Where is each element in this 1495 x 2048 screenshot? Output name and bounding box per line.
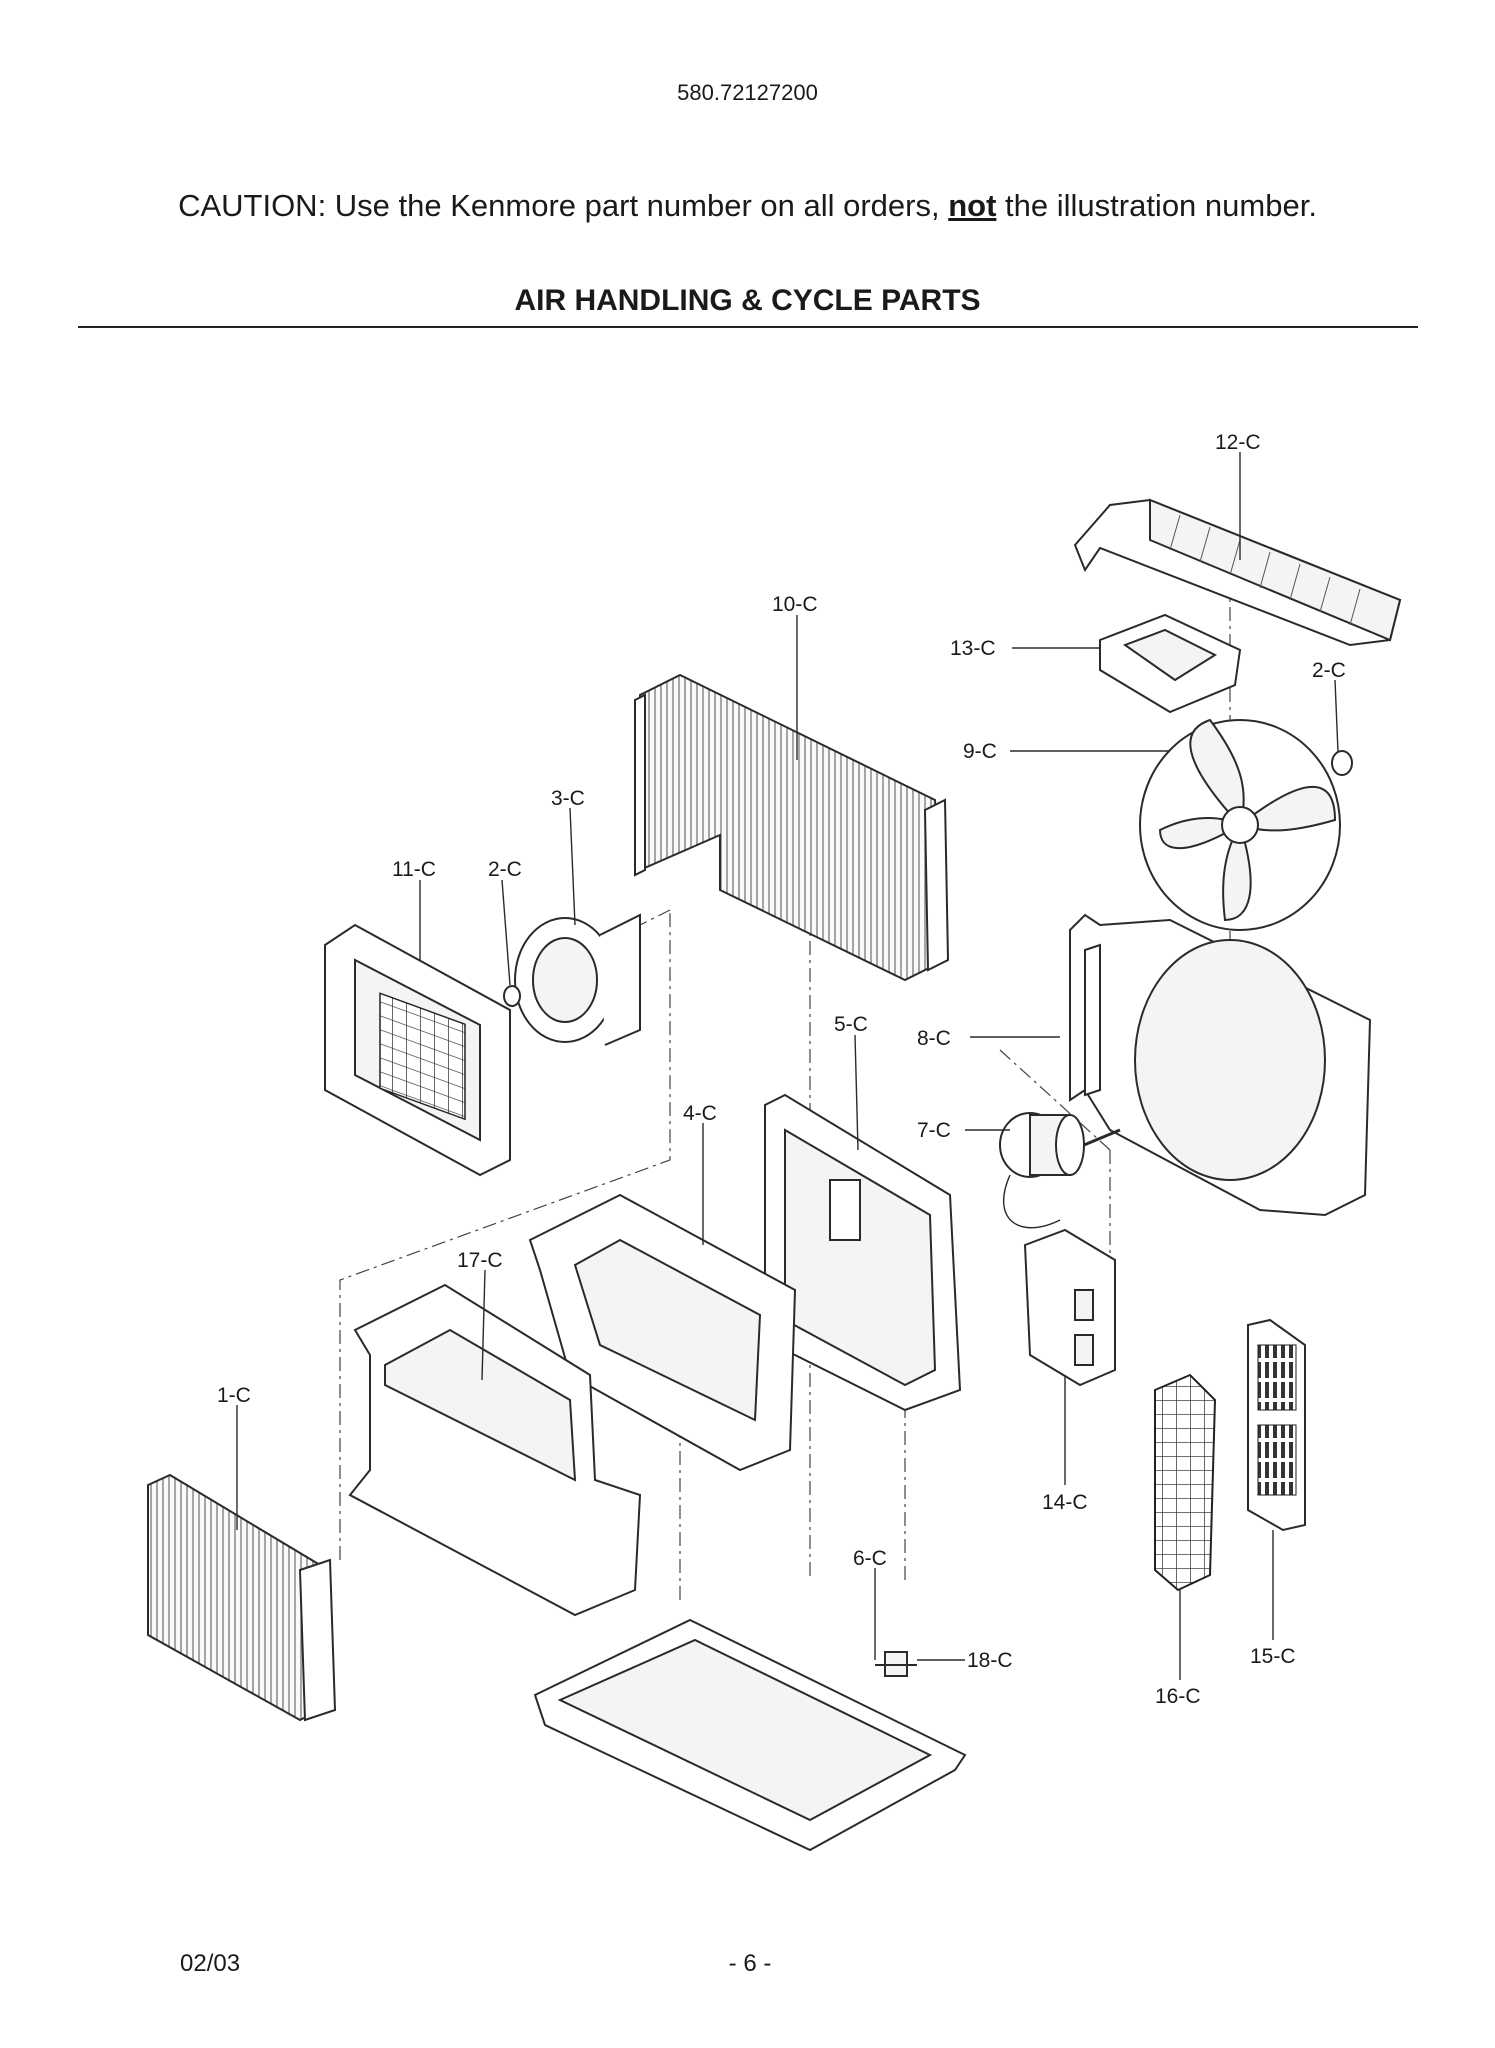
caution-suffix: the illustration number. <box>996 188 1317 223</box>
caution-prefix: CAUTION: Use the Kenmore part number on … <box>178 188 949 223</box>
callout-14c: 14-C <box>1042 1491 1088 1514</box>
callout-1c: 1-C <box>217 1384 251 1407</box>
clip-part-left <box>503 985 521 1007</box>
callout-16c: 16-C <box>1155 1685 1201 1708</box>
footer-date: 02/03 <box>180 1950 241 1977</box>
clip-part-right <box>1331 750 1353 776</box>
callout-2c-left: 2-C <box>488 858 522 881</box>
caution-notice: CAUTION: Use the Kenmore part number on … <box>0 188 1495 224</box>
callout-9c: 9-C <box>963 740 997 763</box>
control-panel-part <box>764 1093 962 1412</box>
evaporator-housing-part <box>324 923 511 1177</box>
callout-12c: 12-C <box>1215 431 1261 454</box>
callout-13c: 13-C <box>950 637 996 660</box>
page-number: - 6 - <box>728 1950 772 1977</box>
model-number: 580.72127200 <box>677 80 818 105</box>
callout-10c: 10-C <box>772 593 818 616</box>
callout-labels: 12-C 13-C 2-C 10-C 9-C 3-C 11-C 2-C 5-C … <box>217 431 1346 1708</box>
callout-6c: 6-C <box>853 1547 887 1570</box>
louver-panel-part <box>1247 1318 1306 1532</box>
callout-3c: 3-C <box>551 787 585 810</box>
base-pan-part <box>533 1618 967 1852</box>
drain-valve-part <box>875 1651 917 1677</box>
callout-5c: 5-C <box>834 1013 868 1036</box>
callout-17c: 17-C <box>457 1249 503 1272</box>
callout-11c: 11-C <box>392 858 436 881</box>
callout-7c: 7-C <box>917 1119 951 1142</box>
grille-part <box>1154 1373 1217 1592</box>
callout-15c: 15-C <box>1250 1645 1296 1668</box>
top-cover-part <box>1073 498 1402 647</box>
evaporator-coil-part <box>634 673 950 982</box>
title-rule <box>78 326 1418 328</box>
fan-motor-part <box>999 1112 1121 1229</box>
air-guide-part <box>528 1193 797 1472</box>
section-title: AIR HANDLING & CYCLE PARTS <box>514 284 981 317</box>
condenser-fan-part <box>1139 718 1341 931</box>
blower-wheel-part <box>514 913 641 1046</box>
leader-lines <box>236 452 1339 1680</box>
caution-emphasis: not <box>948 188 997 223</box>
callout-8c: 8-C <box>917 1027 951 1050</box>
capacitor-bracket-part <box>1023 1228 1116 1387</box>
callout-4c: 4-C <box>683 1102 717 1125</box>
condenser-coil-part <box>147 1473 337 1722</box>
callout-2c-right: 2-C <box>1312 659 1346 682</box>
fan-shroud-part <box>1069 913 1372 1217</box>
callout-18c: 18-C <box>967 1649 1013 1672</box>
bracket-part <box>1099 613 1242 714</box>
base-frame-part <box>348 1283 642 1617</box>
